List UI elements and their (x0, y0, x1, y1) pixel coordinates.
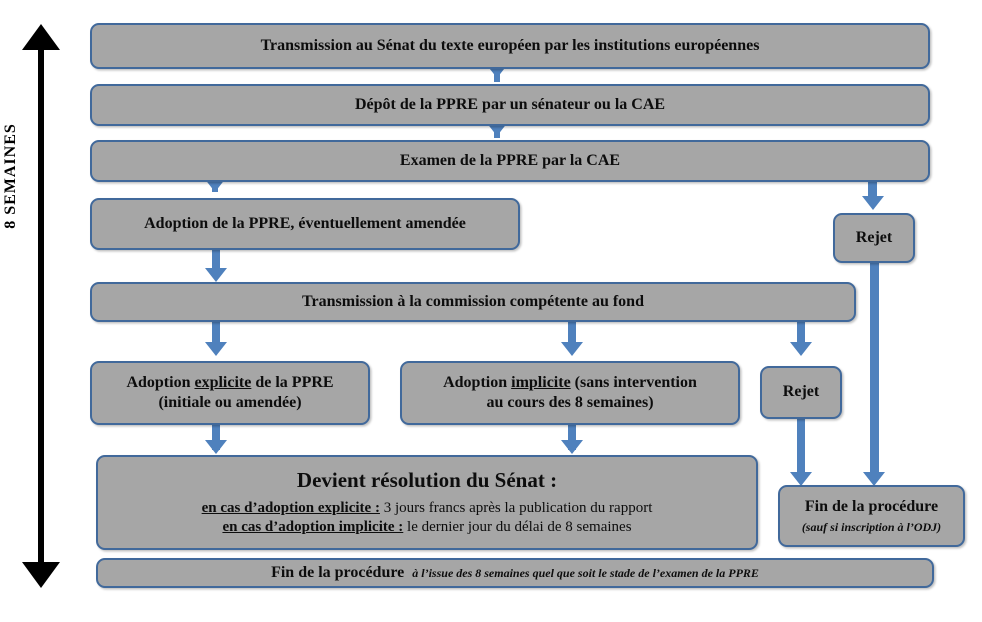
node-adoption-explicite-line1: Adoption explicite de la PPRE (126, 373, 333, 393)
node-depot-ppre[interactable]: Dépôt de la PPRE par un sénateur ou la C… (90, 84, 930, 126)
node-rejet-1[interactable]: Rejet (833, 213, 915, 263)
node-transmission-senat-label: Transmission au Sénat du texte européen … (260, 36, 760, 54)
axis-arrowhead-down (22, 562, 60, 588)
arrowhead-commission-to-implicite (561, 342, 583, 356)
node-adoption-implicite-line1: Adoption implicite (sans intervention (443, 373, 697, 393)
resolution-case1-label: en cas d’adoption explicite : (201, 500, 380, 517)
node-resolution-case-implicite: en cas d’adoption implicite : le dernier… (222, 518, 631, 537)
node-fin-procedure-bottom-title: Fin de la procédure (271, 563, 405, 581)
connector-commission-to-rejet2 (797, 320, 805, 350)
node-resolution-case-explicite: en cas d’adoption explicite : 3 jours fr… (202, 499, 653, 518)
arrowhead-rejet1-to-fin (863, 472, 885, 486)
connector-commission-to-explicite (212, 320, 220, 350)
node-adoption-ppre[interactable]: Adoption de la PPRE, éventuellement amen… (90, 198, 520, 250)
connector-implicite-to-resolution (568, 424, 576, 450)
node-adoption-ppre-label: Adoption de la PPRE, éventuellement amen… (144, 214, 466, 232)
node-fin-procedure-bottom-content: Fin de la procédure à l’issue des 8 sema… (271, 563, 759, 583)
arrowhead-commission-to-rejet2 (790, 342, 812, 356)
node-transmission-commission[interactable]: Transmission à la commission compétente … (90, 282, 856, 322)
arrowhead-commission-to-explicite (205, 342, 227, 356)
node-rejet-2[interactable]: Rejet (760, 366, 842, 419)
adoption-explicite-suffix: de la PPRE (251, 373, 334, 391)
resolution-case2-text: le dernier jour du délai de 8 semaines (403, 519, 632, 536)
node-transmission-senat[interactable]: Transmission au Sénat du texte européen … (90, 23, 930, 69)
node-adoption-implicite-line2: au cours des 8 semaines) (486, 394, 654, 411)
node-fin-procedure-right-title: Fin de la procédure (804, 497, 939, 515)
adoption-implicite-prefix: Adoption (443, 373, 512, 391)
node-rejet-1-label: Rejet (855, 228, 893, 246)
arrowhead-explicite-to-resolution (205, 440, 227, 454)
node-fin-procedure-right-note: (sauf si inscription à l’ODJ) (801, 520, 942, 535)
node-fin-procedure-right[interactable]: Fin de la procédure (sauf si inscription… (778, 485, 965, 547)
adoption-explicite-keyword: explicite (194, 373, 252, 391)
arrowhead-rejet2-to-fin (790, 472, 812, 486)
resolution-case1-text: 3 jours francs après la publication du r… (379, 500, 653, 517)
node-adoption-explicite[interactable]: Adoption explicite de la PPRE (initiale … (90, 361, 370, 425)
axis-arrowhead-up (22, 24, 60, 50)
node-fin-procedure-bottom[interactable]: Fin de la procédure à l’issue des 8 sema… (96, 558, 934, 588)
adoption-implicite-suffix: (sans intervention (570, 373, 697, 391)
node-adoption-implicite[interactable]: Adoption implicite (sans intervention au… (400, 361, 740, 425)
node-resolution-senat[interactable]: Devient résolution du Sénat : en cas d’a… (96, 455, 758, 550)
node-examen-ppre-label: Examen de la PPRE par la CAE (399, 151, 621, 169)
resolution-case2-label: en cas d’adoption implicite : (222, 519, 404, 536)
node-depot-ppre-label: Dépôt de la PPRE par un sénateur ou la C… (354, 95, 666, 113)
node-rejet-2-label: Rejet (782, 383, 820, 401)
node-transmission-commission-label: Transmission à la commission compétente … (302, 292, 644, 310)
node-fin-procedure-bottom-note: à l’issue des 8 semaines quel que soit l… (412, 565, 759, 580)
connector-adoption-to-commission (212, 249, 220, 275)
connector-commission-to-implicite (568, 320, 576, 350)
connector-rejet2-to-fin (797, 418, 805, 476)
connector-rejet1-to-fin (870, 261, 879, 477)
node-resolution-title: Devient résolution du Sénat : (296, 468, 558, 493)
arrowhead-adoption-to-commission (205, 268, 227, 282)
arrowhead-implicite-to-resolution (561, 440, 583, 454)
adoption-implicite-keyword: implicite (511, 373, 571, 391)
node-examen-ppre[interactable]: Examen de la PPRE par la CAE (90, 140, 930, 182)
axis-label-8-semaines: 8 SEMAINES (2, 123, 19, 229)
axis-shaft (38, 46, 44, 568)
adoption-explicite-prefix: Adoption (126, 373, 195, 391)
connector-examen-to-rejet1 (868, 178, 877, 200)
node-adoption-explicite-line2: (initiale ou amendée) (158, 394, 302, 411)
connector-explicite-to-resolution (212, 424, 220, 450)
arrowhead-examen-to-rejet1 (862, 196, 884, 210)
